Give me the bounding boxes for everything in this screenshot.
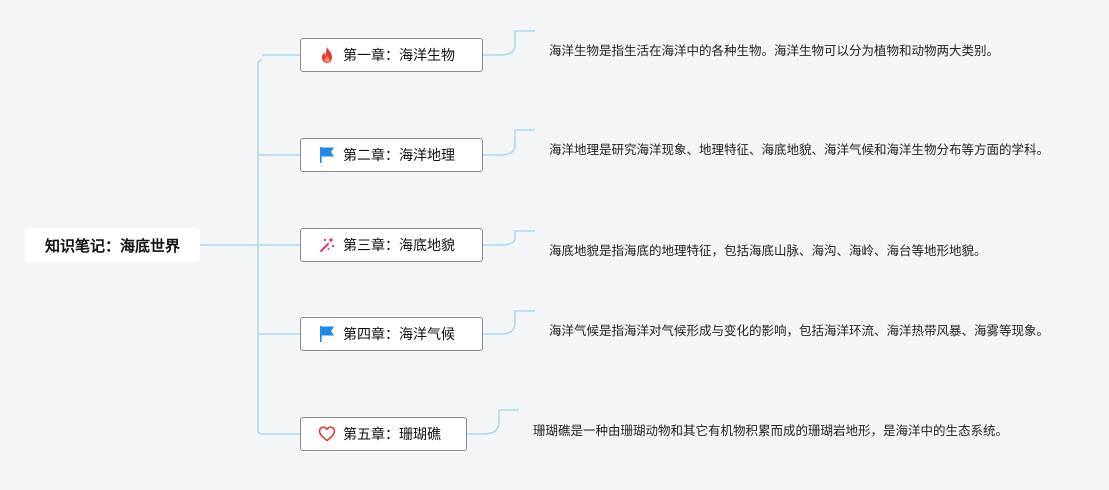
chapter-title-2: 第二章：海洋地理	[343, 148, 455, 164]
flag-icon	[317, 324, 337, 344]
desc-connector-2	[483, 129, 535, 156]
root-title: 知识笔记：海底世界	[44, 236, 180, 255]
desc-connector-1	[483, 30, 535, 56]
desc-connector-5	[467, 409, 519, 435]
desc-connector-4	[483, 310, 535, 335]
chapter-node-5[interactable]: 第五章：珊瑚礁	[300, 417, 467, 451]
chapter-node-2[interactable]: 第二章：海洋地理	[300, 138, 483, 172]
desc-connector-3	[483, 230, 535, 246]
flag-icon	[317, 145, 337, 165]
chapter-description-4: 海洋气候是指海洋对气候形成与变化的影响，包括海洋环流、海洋热带风暴、海雾等现象。	[549, 323, 1050, 338]
chapter-description-1: 海洋生物是指生活在海洋中的各种生物。海洋生物可以分为植物和动物两大类别。	[549, 43, 1000, 58]
chapter-title-5: 第五章：珊瑚礁	[343, 427, 441, 443]
root-node[interactable]: 知识笔记：海底世界	[25, 228, 200, 262]
fire-icon	[317, 45, 337, 65]
chapter-description-3: 海底地貌是指海底的地理特征，包括海底山脉、海沟、海岭、海台等地形地貌。	[549, 243, 987, 258]
chapter-title-3: 第三章：海底地貌	[343, 238, 455, 254]
sparkle-icon	[317, 235, 337, 255]
trunk-line	[257, 59, 263, 435]
chapter-title-1: 第一章：海洋生物	[343, 48, 455, 64]
chapter-node-3[interactable]: 第三章：海底地貌	[300, 228, 483, 262]
chapter-node-1[interactable]: 第一章：海洋生物	[300, 38, 483, 72]
chapter-description-5: 珊瑚礁是一种由珊瑚动物和其它有机物积累而成的珊瑚岩地形，是海洋中的生态系统。	[533, 423, 1009, 438]
chapter-node-4[interactable]: 第四章：海洋气候	[300, 317, 483, 351]
heart-icon	[317, 424, 337, 444]
chapter-description-2: 海洋地理是研究海洋现象、地理特征、海底地貌、海洋气候和海洋生物分布等方面的学科。	[549, 142, 1050, 157]
chapter-title-4: 第四章：海洋气候	[343, 327, 455, 343]
